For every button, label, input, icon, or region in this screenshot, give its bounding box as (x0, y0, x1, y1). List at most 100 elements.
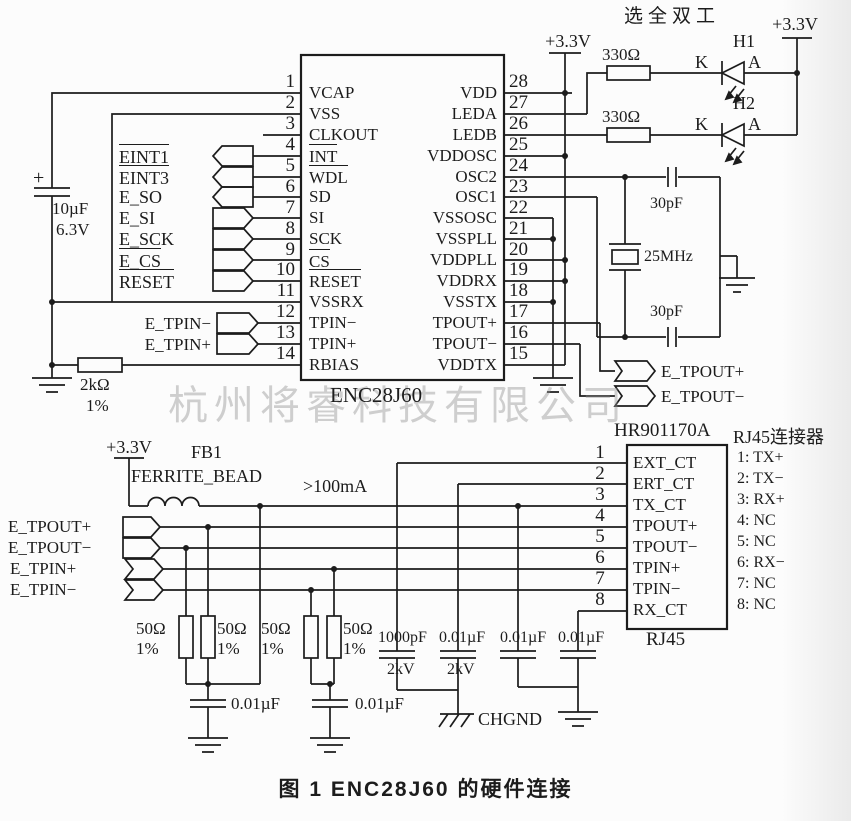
crystal-label: 25MHz (644, 248, 693, 265)
pin-number: 14 (276, 343, 295, 365)
pin-number: 21 (509, 217, 528, 239)
junction-dots (49, 70, 800, 687)
flag-ecs (212, 249, 255, 271)
resistor-330-2 (606, 127, 651, 143)
pin-name: VDD (460, 82, 497, 102)
cap-value: 10µF (52, 199, 89, 218)
flag-reset (212, 270, 255, 292)
pin-name: SCK (309, 229, 343, 249)
pin-number: 6 (595, 546, 605, 568)
pin-number: 7 (285, 196, 296, 218)
signal-label: E_SCK (119, 229, 175, 250)
pin-name: WDL (309, 165, 378, 187)
line-cap-2-value: 0.01µF (439, 629, 486, 646)
flag-eso (211, 186, 254, 208)
pin-name: VDDRX (436, 270, 497, 290)
ferrite-name: FERRITE_BEAD (131, 466, 263, 486)
term-cap-1-label: 0.01µF (231, 694, 280, 713)
signal-label-etpin-plus: E_TPIN+ (144, 335, 211, 354)
pin-number: 5 (285, 155, 296, 177)
flag-label-bottom-1: E_TPOUT+ (8, 517, 92, 536)
pin-number: 2 (595, 462, 605, 484)
led-h2-arrowhead (724, 152, 735, 163)
pin-number: 3 (595, 483, 605, 505)
rj45-part: HR901170A (614, 420, 711, 441)
pin-number: 4 (285, 134, 296, 156)
term-r3-value: 50Ω (261, 619, 291, 638)
flag-label-etpout-minus: E_TPOUT− (661, 387, 745, 406)
mapping-entry: 1: TX+ (737, 448, 784, 466)
led-h2-ref: H2 (733, 93, 755, 113)
rbias-value: 2kΩ (80, 375, 110, 394)
flag-etpin-minus-bottom (123, 579, 165, 601)
pin-number: 20 (509, 238, 528, 260)
pin-name: VDDOSC (427, 145, 497, 165)
pin-number: 27 (509, 92, 528, 114)
pin-number: 4 (595, 504, 605, 526)
pin-name: LEDA (451, 103, 497, 123)
term-r4-value: 50Ω (343, 619, 373, 638)
signal-label: RESET (119, 269, 175, 292)
pin-name: VCAP (309, 82, 355, 102)
line-cap-1-rating: 2kV (387, 661, 415, 678)
mapping-entry: 4: NC (737, 511, 776, 529)
vdd-label-led: +3.3V (772, 14, 818, 34)
pin-name: VDDTX (437, 354, 498, 374)
mapping-entry: 2: TX− (737, 469, 784, 487)
ferrite-ref: FB1 (191, 442, 223, 462)
flag-etpout-plus-bottom (122, 516, 162, 538)
mapping-entry: 3: RX+ (737, 490, 785, 508)
flag-tpin-minus (216, 312, 260, 334)
flag-etpin-plus-bottom (123, 558, 165, 580)
pin-number: 7 (595, 567, 605, 589)
resistor-50-1 (178, 615, 194, 659)
resistor-50-3 (303, 615, 319, 659)
term-r4-tol: 1% (343, 639, 366, 658)
pin-name: VSSTX (443, 291, 497, 311)
flag-label-etpout-plus: E_TPOUT+ (661, 362, 745, 381)
led-h1-arrowhead (724, 90, 735, 101)
pin-number: 25 (509, 134, 528, 156)
pin-number: 18 (509, 280, 528, 302)
pin-name: VSSPLL (435, 229, 497, 249)
flag-label-bottom-2: E_TPOUT− (8, 538, 92, 557)
rj45-title: RJ45连接器 (733, 427, 825, 447)
chgnd-label: CHGND (478, 709, 543, 729)
ferrite-current: >100mA (303, 476, 368, 496)
pin-name: TPIN− (633, 578, 681, 598)
pin-number: 13 (276, 322, 295, 344)
left-wires (32, 92, 301, 393)
pin-name: CLKOUT (309, 124, 378, 144)
pin-number: 3 (285, 113, 296, 135)
pin-number: 5 (595, 525, 605, 547)
mapping-entry: 7: NC (737, 574, 776, 592)
signal-label: EINT1 (119, 143, 174, 167)
pin-name: TPIN− (309, 312, 357, 332)
vdd-label-top: +3.3V (545, 31, 591, 51)
rbias-tolerance: 1% (86, 396, 109, 415)
line-cap-4-value: 0.01µF (558, 629, 605, 646)
pin-number: 8 (285, 217, 296, 239)
pin-number: 15 (509, 343, 528, 365)
mapping-entry: 6: RX− (737, 553, 785, 571)
resistor-330-2-label: 330Ω (602, 107, 641, 126)
signal-label: E_CS (119, 248, 174, 271)
enc28j60-box (299, 53, 506, 382)
resistor-2k (77, 357, 123, 373)
pin-name: VSSRX (309, 291, 364, 311)
led-h2-icon (720, 122, 745, 148)
bottom-wires (114, 457, 627, 753)
pin-number: 16 (509, 322, 528, 344)
pin-name: OSC2 (455, 166, 497, 186)
pin-number: 9 (285, 238, 296, 260)
pin-number: 26 (509, 113, 528, 135)
pin-name: OSC1 (455, 187, 497, 207)
rj45-box (625, 443, 729, 631)
figure-caption: 图 1 ENC28J60 的硬件连接 (278, 778, 573, 801)
pin-name: RESET (309, 269, 378, 291)
osc-cap-top-label: 30pF (650, 195, 683, 212)
mapping-entry: 8: NC (737, 595, 776, 613)
